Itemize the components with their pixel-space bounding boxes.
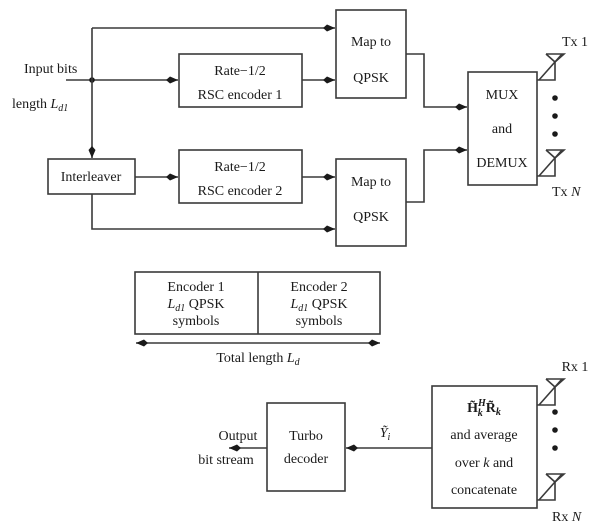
map2-line1: Map to <box>351 175 391 190</box>
map2-line2: QPSK <box>353 210 389 225</box>
output-label-line1: Output <box>219 429 258 444</box>
signal-y-label: Ỹi <box>380 424 391 443</box>
tx-1-label: Tx 1 <box>562 35 588 50</box>
svg-text:symbols: symbols <box>296 314 343 329</box>
encoder1-rate-label: Rate−1/2 <box>214 64 265 79</box>
receiver-line3: over k and <box>455 456 513 471</box>
input-length-label: length Ld1 <box>12 97 68 114</box>
mux-demux-box: MUX and DEMUX <box>467 71 538 186</box>
mux-line1: MUX <box>486 88 519 103</box>
mux-line2: and <box>492 122 512 137</box>
encoder2-rate-label: Rate−1/2 <box>214 160 265 175</box>
frame-cell-encoder2: Encoder 2 Ld1 QPSK symbols <box>289 280 347 329</box>
interleaved-to-map2-arrow <box>91 194 335 233</box>
decoder-line1: Turbo <box>289 429 323 444</box>
input-bits-label: Input bits <box>24 62 77 77</box>
turbo-decoder-box: Turbo decoder <box>266 402 346 492</box>
encoder2-name-label: RSC encoder 2 <box>198 184 283 199</box>
frame-cell-encoder1: Encoder 1 Ld1 QPSK symbols <box>166 280 224 329</box>
map-to-qpsk-2-box: Map to QPSK <box>335 158 407 247</box>
rx-antenna-1-icon <box>537 378 567 406</box>
rx-n-label: Rx N <box>552 510 582 525</box>
svg-text:Ld1 QPSK: Ld1 QPSK <box>289 297 347 314</box>
tx-ellipsis-dots <box>552 95 558 137</box>
rsc-encoder-1-box: Rate−1/2 RSC encoder 1 <box>178 53 303 108</box>
decoder-line2: decoder <box>284 452 329 467</box>
map1-to-mux-arrow <box>406 53 467 111</box>
svg-text:Encoder 1: Encoder 1 <box>167 280 224 295</box>
map1-line2: QPSK <box>353 71 389 86</box>
rx-ellipsis-dots <box>552 409 558 451</box>
rx-antenna-n-icon <box>537 473 567 501</box>
map1-line1: Map to <box>351 35 391 50</box>
encoder1-name-label: RSC encoder 1 <box>198 88 283 103</box>
svg-text:symbols: symbols <box>173 314 220 329</box>
svg-text:Encoder 2: Encoder 2 <box>290 280 347 295</box>
receiver-line2: and average <box>450 428 517 443</box>
map2-to-mux-arrow <box>406 146 467 203</box>
total-length-label: Total length Ld <box>216 351 300 368</box>
tx-antenna-n-icon <box>537 149 567 177</box>
rsc-encoder-2-box: Rate−1/2 RSC encoder 2 <box>178 149 303 204</box>
output-label-line2: bit stream <box>198 453 254 468</box>
tx-antenna-1-icon <box>537 53 567 81</box>
tx-n-label: Tx N <box>552 185 581 200</box>
map-to-qpsk-1-box: Map to QPSK <box>335 9 407 99</box>
frame-structure: Encoder 1 Ld1 QPSK symbols Encoder 2 Ld1… <box>134 271 381 335</box>
interleaver-box: Interleaver <box>47 158 136 195</box>
interleaver-label: Interleaver <box>61 170 122 185</box>
rx-1-label: Rx 1 <box>562 360 589 375</box>
svg-text:Ld1 QPSK: Ld1 QPSK <box>166 297 224 314</box>
receiver-line4: concatenate <box>451 483 517 498</box>
mux-line3: DEMUX <box>476 156 527 171</box>
